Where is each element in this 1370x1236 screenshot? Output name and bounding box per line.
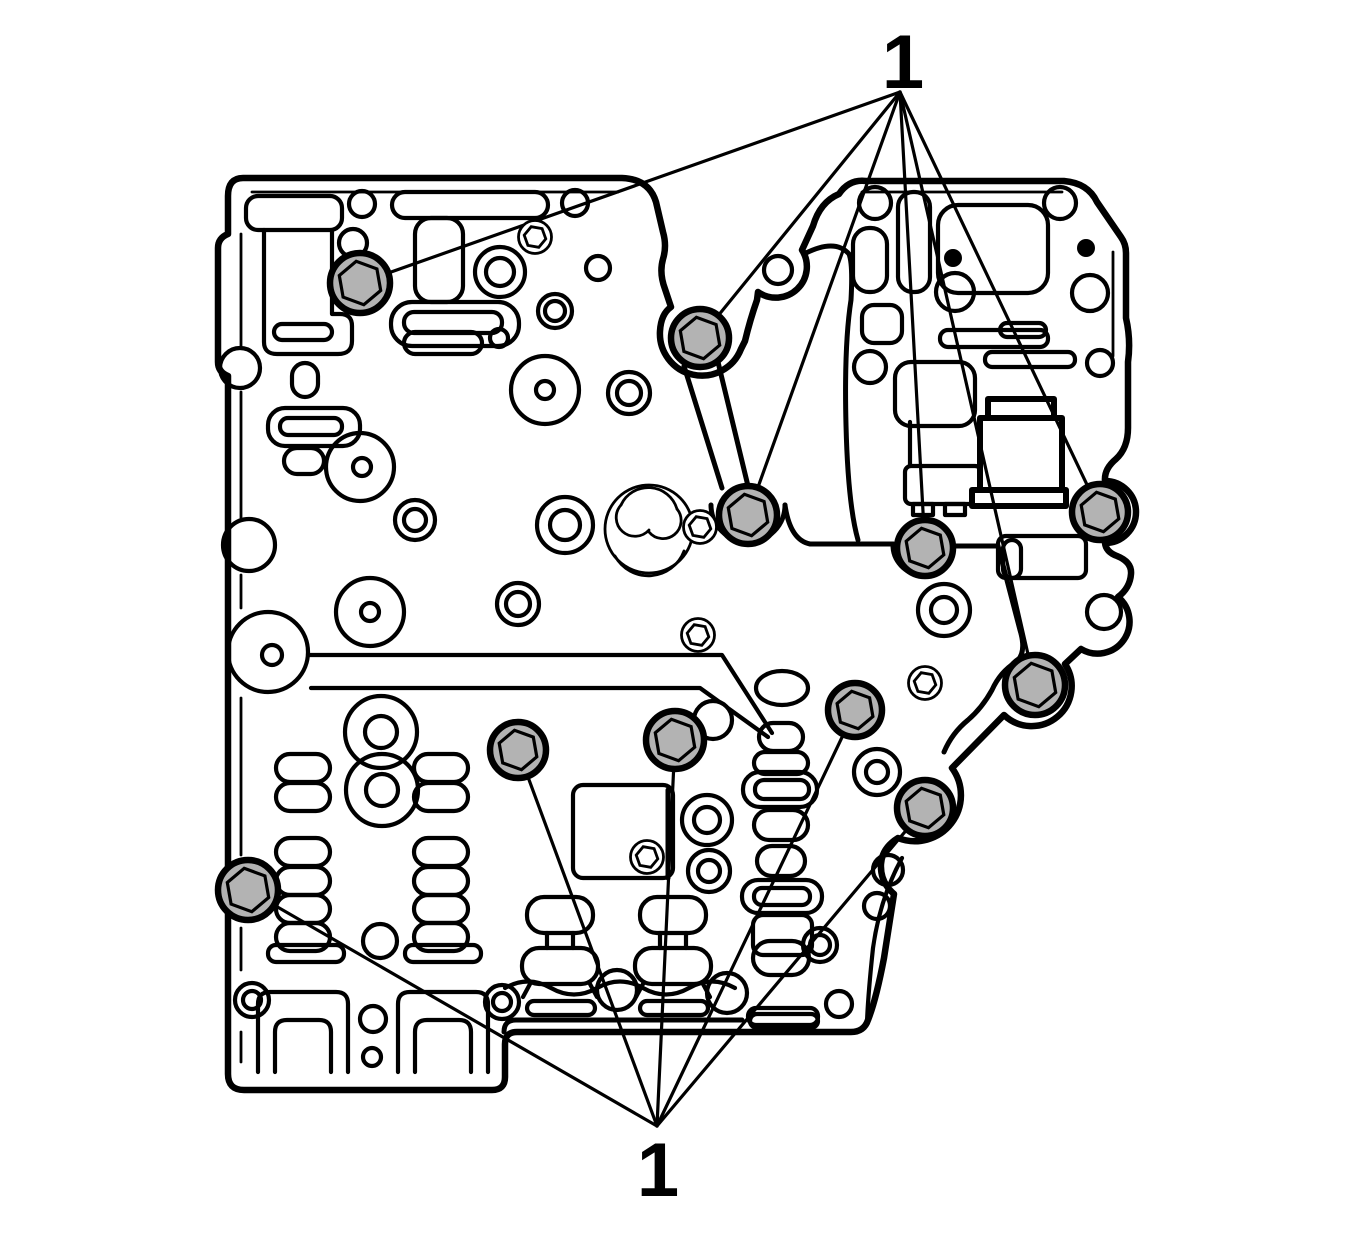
hex-plug-socket — [522, 225, 548, 249]
valve-body-outline — [214, 174, 1140, 1094]
solenoid-block — [902, 396, 1069, 518]
leader-line-top-callout — [746, 90, 902, 517]
hex-bolt — [824, 679, 886, 741]
locating-dot-layer — [944, 239, 1095, 267]
hex-bolt-socket — [337, 259, 383, 307]
leader-line-bottom-callout — [655, 806, 927, 1128]
hex-plug — [682, 509, 718, 545]
hex-bolt-socket — [653, 717, 697, 763]
bolt-layer — [214, 249, 1132, 924]
hex-bolt — [667, 305, 733, 371]
hex-bolt-socket — [1079, 490, 1121, 534]
hex-bolt-socket — [1012, 661, 1058, 709]
spring-bore-column-right — [411, 751, 471, 954]
hex-plug — [907, 665, 943, 701]
hex-bolt-socket — [497, 728, 539, 772]
leader-line-top-callout — [698, 90, 902, 340]
hex-bolt — [1001, 651, 1069, 719]
leader-line-bottom-callout — [516, 748, 659, 1128]
hex-bolt — [893, 516, 957, 580]
leader-line-top-callout — [898, 90, 1102, 514]
hex-bolt-socket — [225, 866, 271, 914]
leader-line-top-callout — [358, 90, 902, 285]
hex-bolt-socket — [678, 315, 722, 361]
hex-bolt — [893, 776, 957, 840]
hex-bolt-socket — [904, 526, 946, 570]
hex-plug-socket — [685, 623, 711, 647]
hex-plug — [629, 839, 665, 875]
hex-bolt — [715, 482, 781, 548]
leader-line-bottom-callout — [655, 738, 677, 1128]
hex-plug-socket — [634, 845, 660, 869]
hex-plug — [517, 219, 553, 255]
callout-label-bottom: 1 — [637, 1128, 679, 1213]
leader-line-top-callout — [898, 90, 927, 550]
locating-dot — [944, 249, 962, 267]
hex-bolt-socket — [726, 492, 770, 538]
pedestal-left — [255, 989, 351, 1075]
hex-bolt — [1068, 480, 1132, 544]
leader-line-top-callout — [898, 90, 1037, 687]
hex-bolt-socket — [835, 689, 875, 731]
locating-dot — [1077, 239, 1095, 257]
leader-line-bottom-callout — [246, 888, 659, 1128]
hex-plug — [680, 617, 716, 653]
hex-plug-socket — [687, 515, 713, 539]
callout-leader-lines — [246, 90, 1102, 1128]
hex-bolt — [326, 249, 394, 317]
hex-bolt — [214, 856, 282, 924]
small-hex-plug-layer — [517, 219, 943, 875]
hex-plug-socket — [912, 671, 938, 695]
hex-bolt — [486, 718, 550, 782]
hex-bolt — [642, 707, 708, 773]
callout-label-top: 1 — [882, 20, 924, 105]
hex-bolt-socket — [904, 786, 946, 830]
leader-line-bottom-callout — [655, 708, 857, 1128]
